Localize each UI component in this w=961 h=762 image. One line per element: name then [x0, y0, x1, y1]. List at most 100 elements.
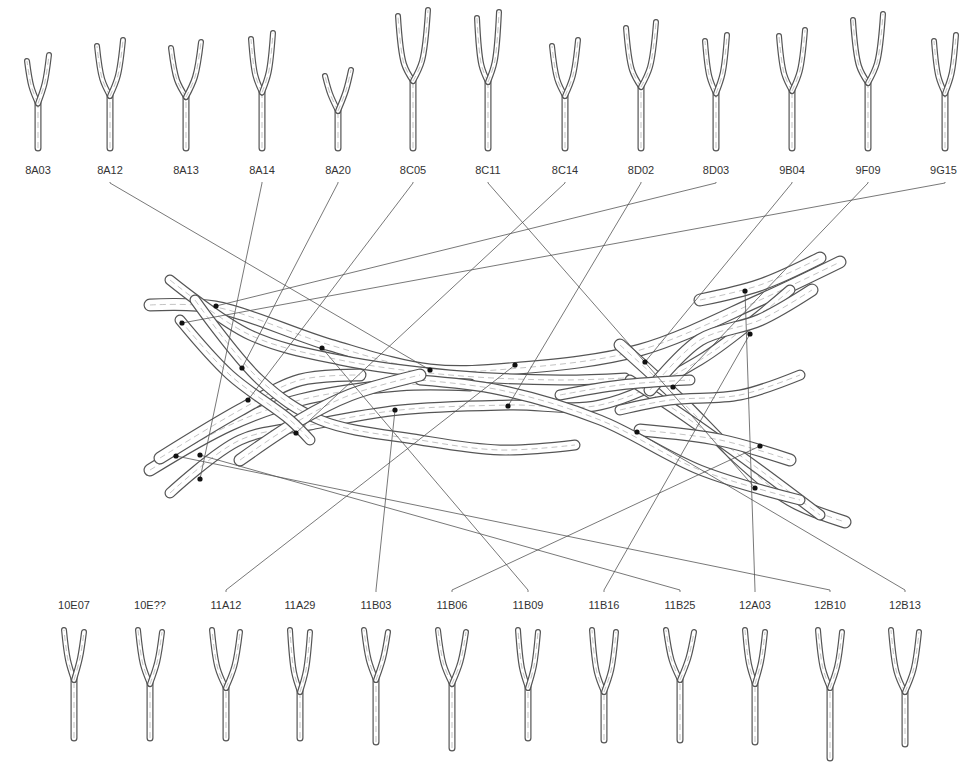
part-label: 11A29: [284, 599, 317, 612]
branch-outline: [183, 95, 190, 148]
part-label: 11B25: [664, 599, 697, 612]
branch-texture: [186, 95, 187, 148]
branch-texture: [195, 300, 575, 450]
branch-texture: [452, 682, 453, 748]
branch-fill: [325, 76, 338, 111]
branch-texture: [300, 632, 310, 692]
part-label: 8A20: [324, 164, 352, 177]
branch-outline: [485, 80, 492, 148]
branch-texture: [528, 686, 529, 738]
leader-line: [508, 182, 641, 406]
branch-fill: [868, 14, 883, 83]
branch-fill: [251, 39, 262, 93]
branch-fill: [779, 36, 792, 91]
branch-fill: [943, 92, 948, 149]
part-label: 12A03: [738, 599, 772, 612]
branch-fill: [260, 91, 265, 149]
branch-fill: [148, 682, 153, 738]
part-label: 11B03: [360, 599, 393, 612]
branch-fill: [300, 632, 310, 692]
branch-outline: [226, 632, 240, 688]
branch-fill: [560, 380, 690, 395]
branch-outline: [560, 380, 690, 395]
branch-fill: [934, 41, 945, 94]
part-label: 11A12: [210, 599, 243, 612]
branch-texture: [290, 630, 300, 692]
branch-texture: [755, 682, 756, 742]
part-label: 8A14: [248, 164, 276, 177]
branch-fill: [945, 35, 956, 94]
part-label: 10E07: [57, 599, 91, 612]
branch-outline: [865, 81, 872, 148]
branch-fill: [828, 686, 833, 758]
leader-line: [248, 182, 413, 400]
branch-texture: [650, 290, 812, 390]
branch-fill: [108, 94, 113, 148]
part-label: 11B09: [512, 599, 545, 612]
branch-outline: [71, 678, 78, 738]
branch-outline: [338, 70, 351, 111]
branch-fill: [866, 81, 871, 148]
branch-fill: [150, 632, 162, 684]
leader-line: [452, 446, 760, 592]
branch-outline: [38, 55, 49, 104]
branch-outline: [716, 35, 727, 94]
branch-texture: [452, 632, 466, 684]
branch-outline: [650, 290, 812, 390]
leader-dot: [505, 403, 510, 408]
branch-fill: [639, 85, 644, 148]
branch-fill: [518, 630, 528, 688]
part-label: 12B10: [813, 599, 847, 612]
branch-texture: [477, 18, 488, 82]
branch-texture: [251, 39, 262, 93]
branch-outline: [223, 686, 230, 738]
branch-texture: [338, 70, 351, 111]
branch-outline: [262, 33, 273, 93]
branch-fill: [450, 682, 455, 748]
branch-outline: [150, 632, 162, 684]
branch-texture: [705, 41, 716, 94]
branch-texture: [680, 632, 694, 680]
branch-fill: [666, 630, 680, 680]
branch-outline: [74, 632, 84, 680]
branch-texture: [150, 632, 162, 684]
branch-outline: [700, 258, 820, 300]
branch-fill: [641, 22, 656, 87]
branch-outline: [35, 102, 42, 149]
branch-outline: [638, 85, 645, 148]
branch-fill: [38, 55, 49, 104]
branch-outline: [259, 91, 266, 149]
branch-fill: [477, 18, 488, 82]
branch-texture: [745, 630, 755, 684]
branch-texture: [779, 36, 792, 91]
branch-texture: [138, 630, 150, 684]
branch-texture: [398, 16, 413, 81]
branch-texture: [110, 94, 111, 148]
branch-texture: [74, 632, 84, 680]
branch-fill: [97, 46, 110, 96]
branch-texture: [818, 630, 830, 688]
branch-fill: [452, 632, 466, 684]
branch-outline: [413, 10, 428, 81]
branch-texture: [180, 320, 310, 440]
leader-dot: [213, 303, 218, 308]
branch-outline: [905, 632, 919, 692]
branch-fill: [716, 35, 727, 94]
branch-fill: [74, 632, 84, 680]
leader-line: [182, 182, 945, 323]
branch-fill: [680, 632, 694, 680]
branch-outline: [552, 46, 565, 96]
branch-fill: [262, 33, 273, 93]
branch-fill: [420, 380, 800, 500]
branch-fill: [298, 690, 303, 738]
branch-texture: [27, 61, 38, 104]
branch-outline: [604, 632, 616, 692]
part-label: 8C11: [474, 164, 501, 177]
leader-line: [110, 182, 430, 370]
branch-outline: [525, 686, 532, 738]
branch-fill: [195, 300, 575, 450]
branch-outline: [97, 46, 110, 96]
branch-fill: [700, 258, 820, 300]
leader-dot: [427, 367, 432, 372]
leader-dot: [392, 407, 397, 412]
